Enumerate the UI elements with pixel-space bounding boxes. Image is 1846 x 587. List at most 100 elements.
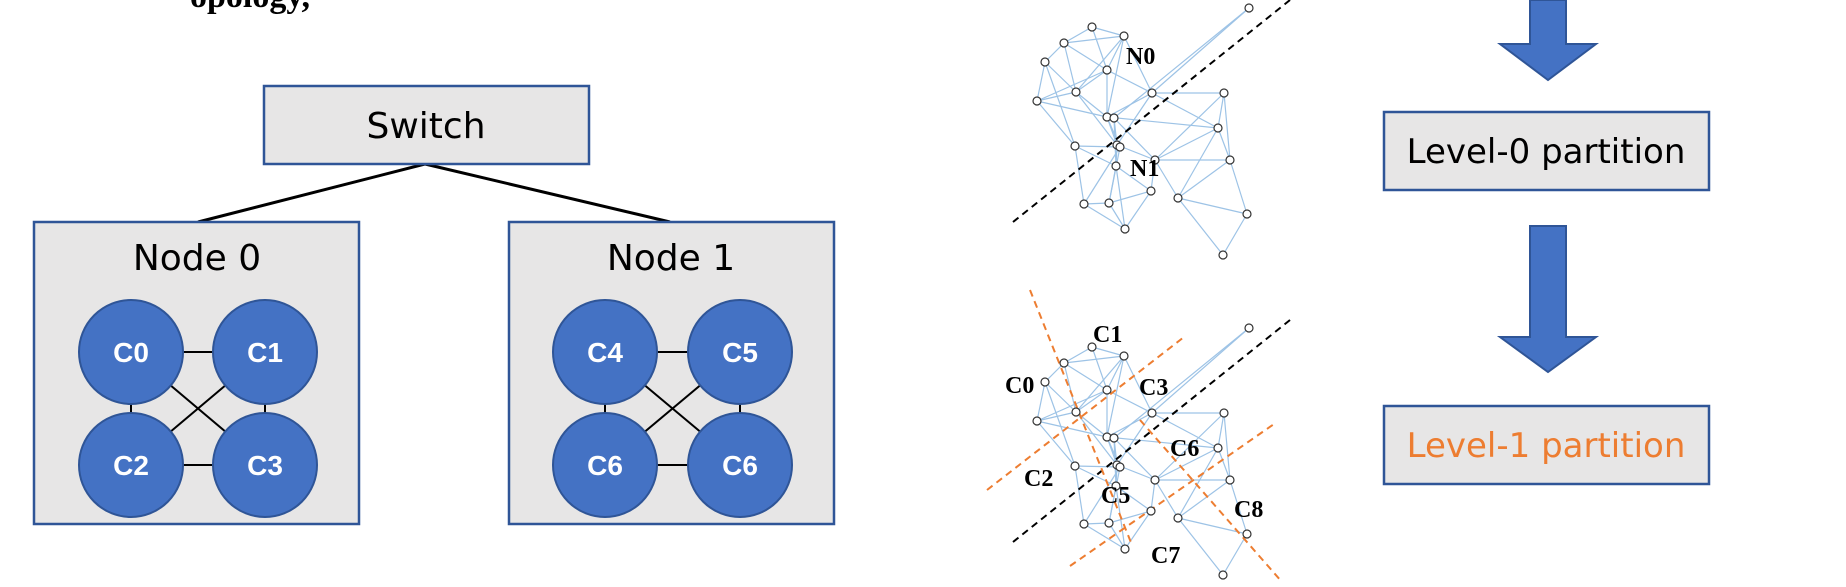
- node-1-box: Node 1 C4 C5 C6: [507, 220, 836, 526]
- graph-edge: [1217, 412, 1225, 449]
- graph-edge: [1063, 362, 1077, 413]
- graph-edge: [1075, 91, 1108, 118]
- graph-edge: [1113, 327, 1250, 439]
- core-c2-label: C2: [113, 450, 149, 481]
- graph-edge: [1083, 146, 1121, 205]
- switch-link-node-1: [424, 162, 671, 224]
- graph-edge: [1036, 100, 1108, 118]
- down-arrow-icon: [1497, 0, 1599, 82]
- graph-edge: [1115, 165, 1152, 192]
- core-c1-label: C1: [247, 337, 283, 368]
- graph-label-c6: C6: [1170, 436, 1199, 462]
- graph-edge: [1075, 69, 1108, 93]
- graph-vertex: [1109, 113, 1119, 123]
- graph-edge: [1229, 479, 1248, 535]
- graph-edge: [1036, 420, 1076, 467]
- level-1-cut-line: [1069, 423, 1275, 567]
- graph-edge: [1091, 346, 1108, 391]
- graph-vertex: [1244, 323, 1254, 333]
- graph-vertex: [1059, 358, 1069, 368]
- graph-edge: [1154, 127, 1219, 161]
- graph-edge: [1106, 389, 1153, 414]
- switch-link-node-0: [197, 162, 426, 224]
- graph-edge: [1151, 92, 1219, 129]
- graph-vertices: [1032, 3, 1254, 260]
- graph-edge: [1223, 92, 1231, 161]
- node-1-label: Node 1: [607, 238, 735, 279]
- graph-edge: [1036, 69, 1108, 102]
- graph-edge: [1150, 159, 1156, 192]
- graph-vertex: [1147, 88, 1157, 98]
- graph-vertex: [1146, 506, 1156, 516]
- graph-edge: [1106, 436, 1219, 449]
- graph-edge: [1123, 355, 1153, 414]
- graph-edge: [1063, 42, 1108, 71]
- core-c5: C5: [687, 299, 793, 405]
- graph-edge: [1091, 26, 1108, 71]
- graph-vertex: [1102, 385, 1112, 395]
- graph-label-c3: C3: [1139, 375, 1168, 401]
- graph-edge: [1075, 355, 1125, 413]
- graph-edge: [1113, 117, 1156, 161]
- core-c0: C0: [78, 299, 184, 405]
- graph-edge: [1106, 35, 1125, 118]
- graph-vertex: [1032, 96, 1042, 106]
- graph-edge: [1108, 202, 1126, 230]
- graph-vertex: [1087, 22, 1097, 32]
- graph-edge: [1044, 381, 1077, 413]
- graph-edge: [1177, 517, 1248, 535]
- graph-vertex: [1115, 142, 1125, 152]
- graph-vertex: [1213, 123, 1223, 133]
- core-c6-right-label: C6: [722, 450, 758, 481]
- graph-label-c7: C7: [1151, 543, 1180, 569]
- graph-label-c0: C0: [1005, 373, 1034, 399]
- graph-edge: [1074, 465, 1085, 525]
- switch-box: Switch: [262, 84, 591, 166]
- graph-edge: [1229, 159, 1248, 215]
- graph-edge: [1036, 381, 1046, 422]
- graph-vertex: [1225, 155, 1235, 165]
- level-0-partition-box: Level-0 partition: [1382, 110, 1711, 192]
- graph-vertex: [1218, 570, 1228, 580]
- graph-edge: [1151, 412, 1219, 449]
- graph-vertex: [1119, 31, 1129, 41]
- graph-vertex: [1071, 87, 1081, 97]
- graph-vertex: [1111, 481, 1121, 491]
- graph-edge: [1036, 411, 1077, 422]
- graph-edges: [1036, 7, 1250, 256]
- graph-label-c1: C1: [1093, 322, 1122, 348]
- graph-edge: [1217, 92, 1225, 129]
- graph-edge: [1222, 213, 1248, 256]
- topology-diagram: Switch Node 0 C0 C1: [32, 84, 836, 526]
- graph-vertex: [1070, 461, 1080, 471]
- core-c4: C4: [552, 299, 658, 405]
- graph-edge: [1063, 35, 1125, 44]
- graph-edge: [1116, 92, 1153, 146]
- core-c1: C1: [212, 299, 318, 405]
- graph-vertex: [1173, 513, 1183, 523]
- graph-edge: [1116, 412, 1153, 466]
- graph-edge: [1217, 127, 1231, 161]
- graph-edge: [1150, 479, 1156, 512]
- graph-edge: [1091, 346, 1125, 357]
- graph-edge: [1177, 447, 1219, 519]
- graph-edge: [1106, 355, 1125, 438]
- graph-edge: [1154, 447, 1219, 481]
- graph-edge: [1083, 203, 1126, 230]
- core-c0-label: C0: [113, 337, 149, 368]
- graph-edge: [1223, 412, 1231, 481]
- graph-vertex: [1119, 351, 1129, 361]
- graph-vertex: [1087, 342, 1097, 352]
- core-c4-label: C4: [587, 337, 623, 368]
- graph-edge: [1108, 466, 1121, 524]
- flow-panel: Level-0 partition Level-1 partition: [1382, 0, 1711, 486]
- graph-edge: [1074, 145, 1121, 148]
- level-1-graph: [986, 289, 1291, 583]
- graph-edge: [1044, 61, 1077, 93]
- graph-edge: [1222, 533, 1248, 576]
- graph-edge: [1177, 197, 1224, 256]
- graph-vertex: [1242, 529, 1252, 539]
- graph-edge: [1177, 159, 1231, 199]
- graph-vertex: [1109, 433, 1119, 443]
